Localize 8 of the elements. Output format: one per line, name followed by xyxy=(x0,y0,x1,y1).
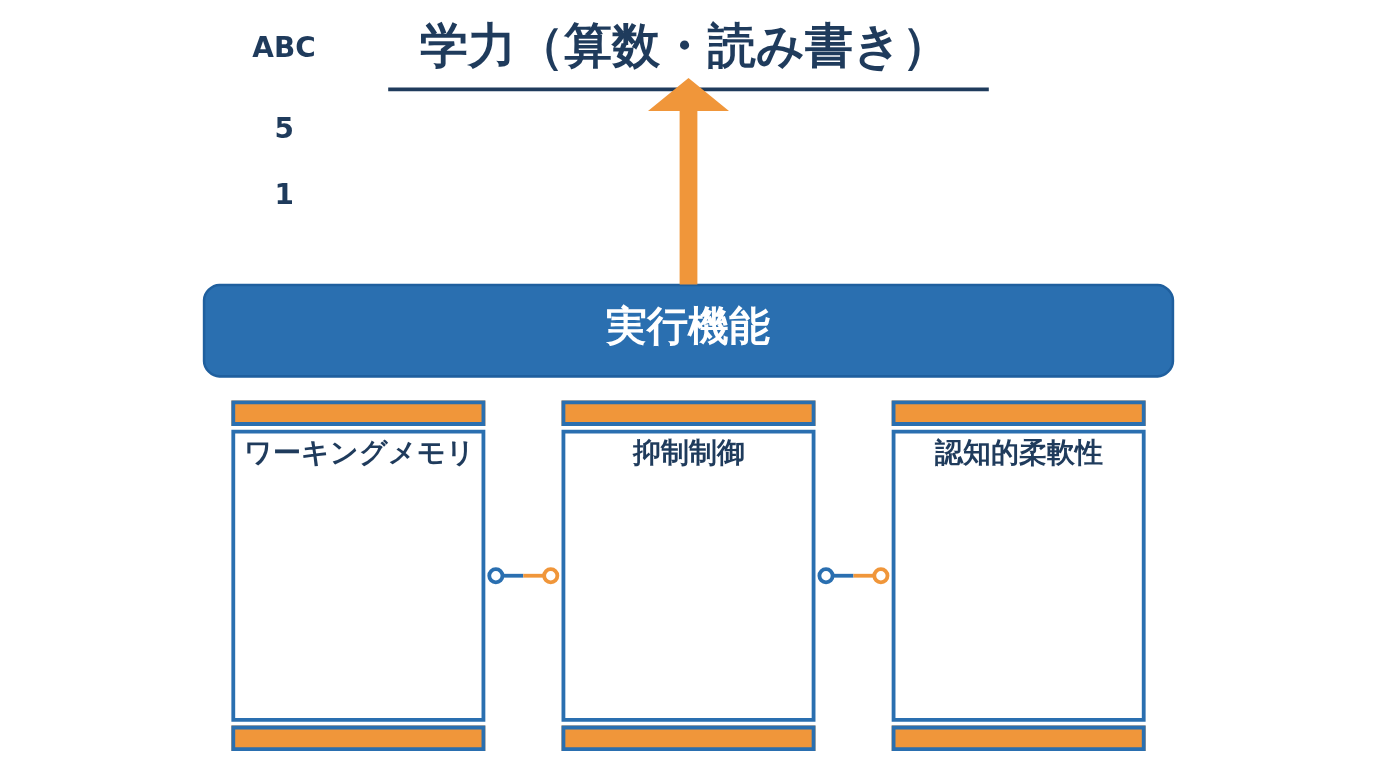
node-box: 実行機能 xyxy=(202,283,1174,378)
label: 5 xyxy=(274,112,294,146)
label: ABC xyxy=(251,31,316,65)
label: 1 xyxy=(274,178,294,212)
connector xyxy=(486,567,559,585)
arrow xyxy=(647,78,729,285)
node-text: 学力（算数・読み書き） xyxy=(419,16,950,73)
connector xyxy=(817,567,889,585)
